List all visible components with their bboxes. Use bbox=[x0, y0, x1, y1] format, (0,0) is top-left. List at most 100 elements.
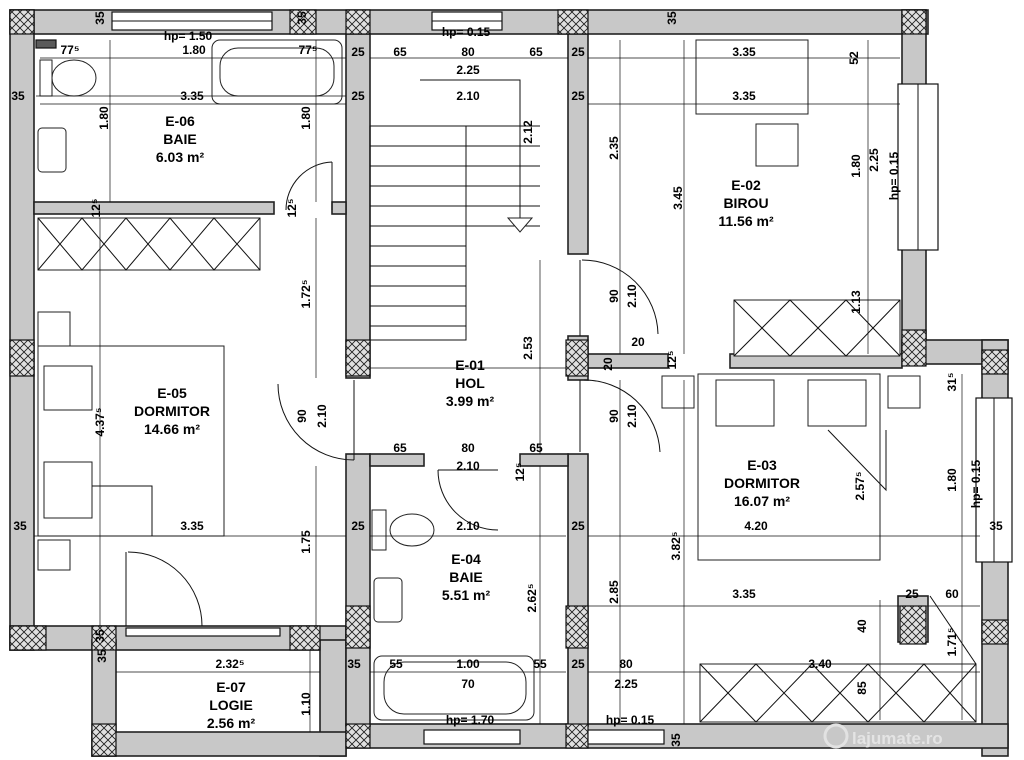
dimension-label: hp= 1.70 bbox=[446, 713, 495, 727]
room-area: 2.56 m² bbox=[207, 715, 256, 731]
dimension-label: 2.10 bbox=[456, 89, 480, 103]
dimension-label: 1.80 bbox=[945, 468, 959, 492]
dimension-label: 40 bbox=[855, 619, 869, 633]
dimension-label: 65 bbox=[393, 441, 407, 455]
dimension-label: hp= 0.15 bbox=[887, 151, 901, 200]
dimension-label: 2.25 bbox=[456, 63, 480, 77]
dimension-label: 65 bbox=[529, 441, 543, 455]
dimension-label: 12⁵ bbox=[665, 351, 679, 370]
room-name: BAIE bbox=[163, 131, 196, 147]
room-code: E-06 bbox=[165, 113, 195, 129]
dimension-label: 1.00 bbox=[456, 657, 480, 671]
dimension-label: 1.80 bbox=[299, 106, 313, 130]
dimension-label: 2.10 bbox=[456, 519, 480, 533]
staircase bbox=[369, 79, 540, 341]
room-code: E-01 bbox=[455, 357, 485, 373]
room-name: LOGIE bbox=[209, 697, 253, 713]
dimension-label: 12⁵ bbox=[285, 199, 299, 218]
room-area: 6.03 m² bbox=[156, 149, 205, 165]
dimension-label: 35 bbox=[669, 733, 683, 747]
dimension-label: 52 bbox=[847, 51, 861, 65]
dimension-label: 77⁵ bbox=[61, 43, 80, 57]
dimension-label: 25 bbox=[571, 45, 585, 59]
dimension-label: 25 bbox=[351, 519, 365, 533]
dimension-label: 20 bbox=[601, 357, 615, 371]
dimension-label: 20 bbox=[631, 335, 645, 349]
dimension-label: 2.10 bbox=[625, 404, 639, 428]
dimension-label: 3.35 bbox=[180, 89, 204, 103]
room-area: 5.51 m² bbox=[442, 587, 491, 603]
room-name: BAIE bbox=[449, 569, 482, 585]
dimension-label: 25 bbox=[351, 45, 365, 59]
room-name: HOL bbox=[455, 375, 485, 391]
dimension-label: 1.10 bbox=[299, 692, 313, 716]
dimension-label: 4.37⁵ bbox=[93, 408, 107, 437]
dimension-label: 2.12 bbox=[521, 120, 535, 144]
dimension-label: 3.82⁵ bbox=[669, 532, 683, 561]
dimension-label: 55 bbox=[533, 657, 547, 671]
dimension-label: 80 bbox=[461, 441, 475, 455]
dimension-label: 70 bbox=[461, 677, 475, 691]
dimension-label: 35 bbox=[665, 11, 679, 25]
dimension-labels: 35 35 35 77⁵ 1.80 77⁵ hp= 1.50 25 65 80 65 25 3.35 hp… bbox=[11, 11, 1003, 747]
dimension-lines bbox=[34, 40, 980, 732]
dimension-label: 35 bbox=[93, 11, 107, 25]
room-area: 11.56 m² bbox=[718, 213, 774, 229]
dimension-label: 35 bbox=[11, 89, 25, 103]
room-code: E-02 bbox=[731, 177, 761, 193]
dimension-label: 2.25 bbox=[867, 148, 881, 172]
dimension-label: hp= 1.50 bbox=[164, 29, 213, 43]
dimension-label: 2.85 bbox=[607, 580, 621, 604]
dimension-label: 12⁵ bbox=[513, 463, 527, 482]
dimension-label: 35 bbox=[295, 11, 309, 25]
room-area: 16.07 m² bbox=[734, 493, 790, 509]
room-name: BIROU bbox=[723, 195, 768, 211]
dimension-label: 77⁵ bbox=[299, 43, 318, 57]
room-code: E-05 bbox=[157, 385, 187, 401]
dimension-label: 2.53 bbox=[521, 336, 535, 360]
dimension-label: 2.35 bbox=[607, 136, 621, 160]
dimension-label: 31⁵ bbox=[945, 373, 959, 392]
dimension-label: 4.20 bbox=[744, 519, 768, 533]
dimension-label: 80 bbox=[461, 45, 475, 59]
structural-columns bbox=[9, 9, 1009, 757]
furniture bbox=[37, 39, 977, 723]
dimension-label: 2.62⁵ bbox=[525, 584, 539, 613]
dimension-label: 35 bbox=[347, 657, 361, 671]
dimension-label: 55 bbox=[389, 657, 403, 671]
dimension-label: 25 bbox=[351, 89, 365, 103]
dimension-label: 3.35 bbox=[732, 587, 756, 601]
watermark-text: lajumate.ro bbox=[852, 729, 943, 748]
dimension-label: 25 bbox=[905, 587, 919, 601]
dimension-label: 1.72⁵ bbox=[299, 280, 313, 309]
dimension-label: 80 bbox=[619, 657, 633, 671]
dimension-label: 2.25 bbox=[614, 677, 638, 691]
dimension-label: hp= 0.15 bbox=[442, 25, 491, 39]
dimension-label: 85 bbox=[855, 681, 869, 695]
dimension-label: 25 bbox=[571, 519, 585, 533]
dimension-label: 2.57⁵ bbox=[853, 472, 867, 501]
dimension-label: 90 bbox=[607, 289, 621, 303]
dimension-label: 3.40 bbox=[808, 657, 832, 671]
watermark: lajumate.ro bbox=[823, 723, 943, 749]
dimension-label: hp= 0.15 bbox=[969, 459, 983, 508]
dimension-label: 35 bbox=[13, 519, 27, 533]
dimension-label: 3.45 bbox=[671, 186, 685, 210]
dimension-label: 2.32⁵ bbox=[216, 657, 245, 671]
dimension-label: 90 bbox=[607, 409, 621, 423]
room-area: 14.66 m² bbox=[144, 421, 200, 437]
room-area: 3.99 m² bbox=[446, 393, 495, 409]
doors bbox=[125, 161, 661, 627]
dimension-label: 1.80 bbox=[849, 154, 863, 178]
dimension-label: 2.10 bbox=[315, 404, 329, 428]
windows bbox=[111, 11, 1013, 745]
room-name: DORMITOR bbox=[134, 403, 210, 419]
dimension-label: 25 bbox=[571, 89, 585, 103]
dimension-label: 65 bbox=[393, 45, 407, 59]
dimension-label: 1.71⁵ bbox=[945, 628, 959, 657]
dimension-label: 1.80 bbox=[182, 43, 206, 57]
room-code: E-03 bbox=[747, 457, 777, 473]
dimension-label: 90 bbox=[295, 409, 309, 423]
dimension-label: 1.13 bbox=[849, 290, 863, 314]
